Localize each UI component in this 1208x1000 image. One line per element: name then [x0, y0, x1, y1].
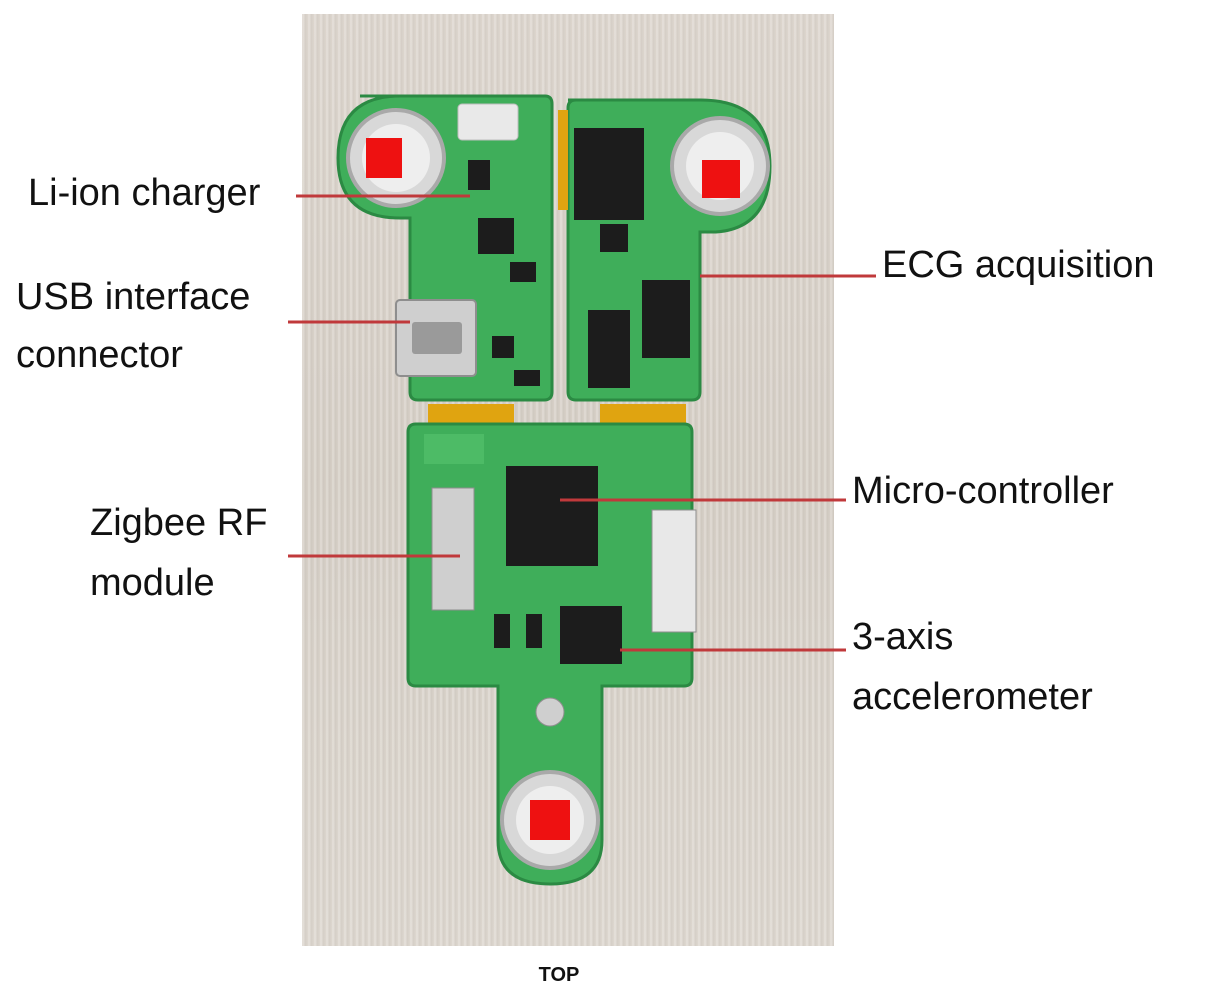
label-usb-line2: connector [16, 334, 183, 376]
label-accel-line2: accelerometer [852, 676, 1093, 718]
electrode-top-left [346, 108, 446, 208]
label-accel-line1: 3-axis [852, 616, 954, 658]
flex-connector [428, 404, 514, 426]
electrode-top-right [670, 116, 770, 216]
label-zigbee-line2: module [90, 562, 215, 604]
label-usb-line1: USB interface [16, 276, 251, 318]
label-micro-controller: Micro-controller [852, 470, 1114, 512]
flex-connector [600, 404, 686, 426]
label-li-ion-charger: Li-ion charger [28, 172, 261, 214]
label-ecg-acquisition: ECG acquisition [882, 244, 1155, 286]
main-board [406, 422, 697, 886]
figure-caption: TOP [538, 964, 580, 986]
electrode-bottom [500, 770, 600, 870]
label-zigbee-line1: Zigbee RF [90, 502, 268, 544]
